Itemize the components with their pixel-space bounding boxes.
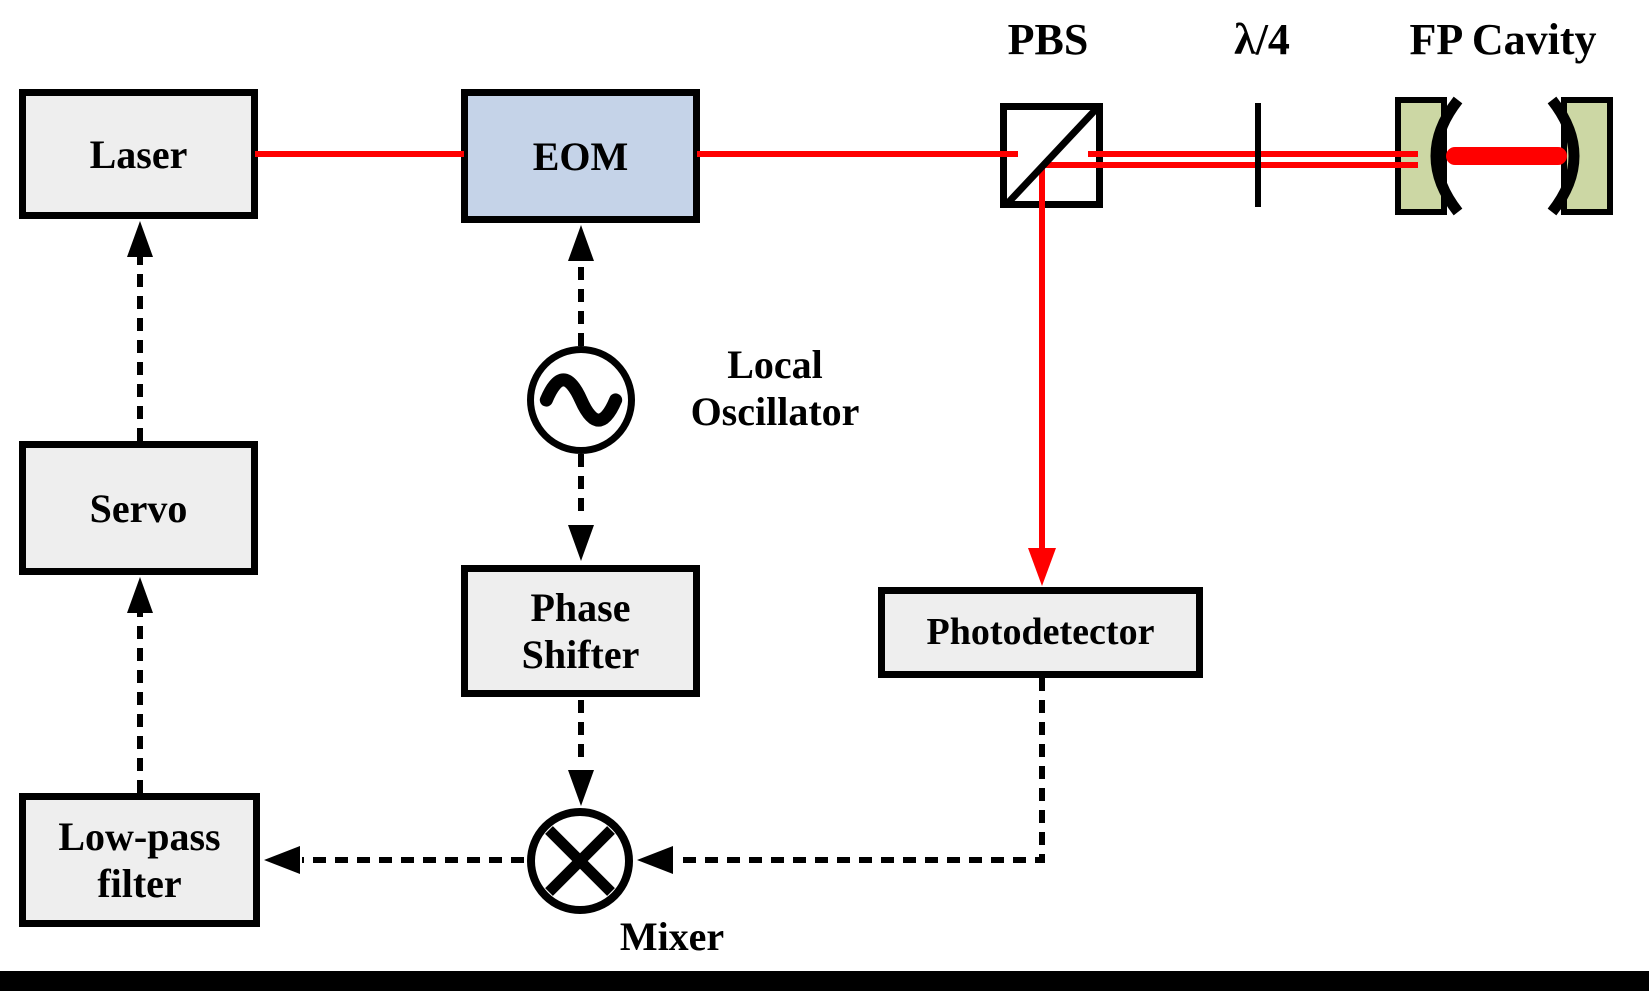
local-oscillator-label-line1: Local [727, 342, 823, 387]
local-oscillator-label-line2: Oscillator [690, 389, 860, 434]
fp-cavity-label: FP Cavity [1409, 15, 1597, 64]
eom-box: EOM [461, 89, 700, 223]
laser-box: Laser [19, 89, 258, 219]
wire-photodetector-to-mixer [676, 678, 1045, 863]
servo-label: Servo [89, 485, 188, 531]
arrowhead-into-eom [568, 225, 594, 261]
phase-shifter-label-line2: Shifter [521, 632, 640, 677]
local-oscillator-label: Local Oscillator [650, 341, 900, 435]
low-pass-filter-box: Low-pass filter [19, 793, 260, 927]
electronic-dashed-paths [137, 252, 1045, 863]
arrowhead-into-phase-shifter [568, 525, 594, 561]
mixer-symbol [527, 808, 633, 914]
red-arrowhead-photodetector [1028, 548, 1056, 586]
phase-shifter-label-line1: Phase [530, 585, 631, 630]
laser-label: Laser [89, 131, 188, 177]
servo-box: Servo [19, 441, 258, 575]
arrowhead-into-servo [127, 577, 153, 613]
sine-wave-icon [539, 373, 623, 427]
arrowhead-into-mixer-right [637, 846, 673, 874]
arrowhead-into-lowpass [264, 846, 300, 874]
pbs-diagonal [1003, 104, 1101, 208]
arrowhead-into-laser [127, 221, 153, 257]
photodetector-box: Photodetector [878, 587, 1203, 678]
arrowhead-into-mixer-top [568, 770, 594, 806]
cavity-mirror-right-surface [1547, 96, 1580, 216]
pbs-label: PBS [1007, 15, 1089, 64]
quarter-wave-plate-label: λ/4 [1234, 15, 1290, 64]
mixer-x-icon [545, 826, 615, 896]
low-pass-filter-label-line2: filter [97, 861, 182, 906]
photodetector-label: Photodetector [926, 611, 1155, 653]
black-arrowheads [127, 221, 673, 874]
phase-shifter-box: Phase Shifter [461, 565, 700, 697]
cavity-mirror-left-surface [1430, 96, 1463, 216]
mixer-label: Mixer [619, 914, 725, 959]
bottom-black-bar [0, 971, 1649, 991]
local-oscillator-symbol [527, 346, 635, 454]
low-pass-filter-label-line1: Low-pass [58, 814, 221, 859]
optical-beam-paths [255, 147, 1567, 549]
eom-label: EOM [532, 133, 629, 179]
